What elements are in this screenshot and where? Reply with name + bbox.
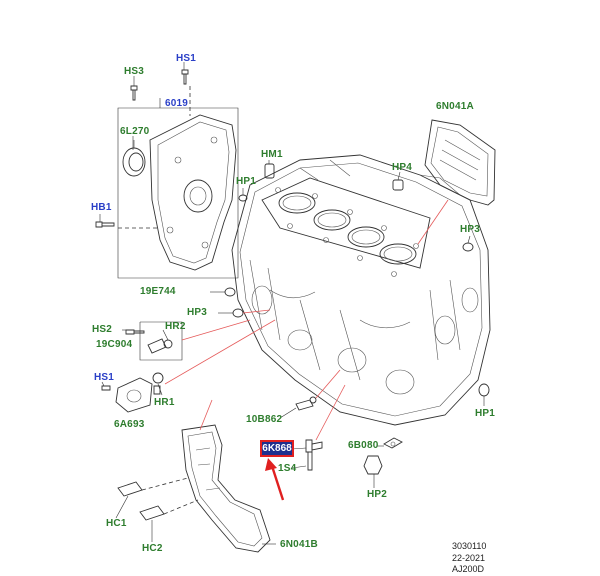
- label-hm1[interactable]: HM1: [261, 149, 283, 160]
- label-hs3[interactable]: HS3: [124, 66, 145, 77]
- highlight-arrow: [265, 458, 285, 501]
- label-hs2[interactable]: HS2: [92, 324, 113, 335]
- label-hp3-right[interactable]: HP3: [460, 224, 481, 235]
- label-1s4[interactable]: 1S4: [278, 463, 297, 474]
- label-hp1-top[interactable]: HP1: [236, 176, 257, 187]
- label-hc1[interactable]: HC1: [106, 518, 127, 529]
- label-hr1[interactable]: HR1: [154, 397, 175, 408]
- label-hp3-mid[interactable]: HP3: [187, 307, 208, 318]
- label-6l270[interactable]: 6L270: [120, 126, 150, 137]
- label-hr2[interactable]: HR2: [165, 321, 186, 332]
- label-hc2[interactable]: HC2: [142, 543, 163, 554]
- label-hb1[interactable]: HB1: [91, 202, 112, 213]
- label-hs1-mid[interactable]: HS1: [94, 372, 115, 383]
- ref-line-2: 22-2021: [452, 553, 486, 563]
- label-6b080[interactable]: 6B080: [348, 440, 379, 451]
- cover-6n041a: [417, 119, 496, 245]
- highlighted-part-label[interactable]: 6K868: [260, 440, 294, 457]
- label-19c904[interactable]: 19C904: [96, 339, 133, 350]
- timing-cover-group: [95, 69, 239, 279]
- label-hs1-top[interactable]: HS1: [176, 53, 197, 64]
- label-6a693[interactable]: 6A693: [114, 419, 145, 430]
- label-hp2[interactable]: HP2: [367, 489, 388, 500]
- ref-line-1: 3030110: [452, 541, 487, 551]
- label-hp4[interactable]: HP4: [392, 162, 413, 173]
- label-10b862[interactable]: 10B862: [246, 414, 283, 425]
- housing-6a693: [101, 319, 276, 413]
- cylinder-block: [231, 154, 491, 426]
- label-6n041a[interactable]: 6N041A: [436, 101, 474, 112]
- label-6n041b[interactable]: 6N041B: [280, 539, 318, 550]
- label-19e744[interactable]: 19E744: [140, 286, 176, 297]
- label-6019[interactable]: 6019: [165, 98, 189, 109]
- cover-6n041b: [115, 399, 271, 553]
- sensor-group: [125, 319, 251, 361]
- ref-line-3: AJ200D: [452, 564, 485, 574]
- label-hp1-right[interactable]: HP1: [475, 408, 496, 419]
